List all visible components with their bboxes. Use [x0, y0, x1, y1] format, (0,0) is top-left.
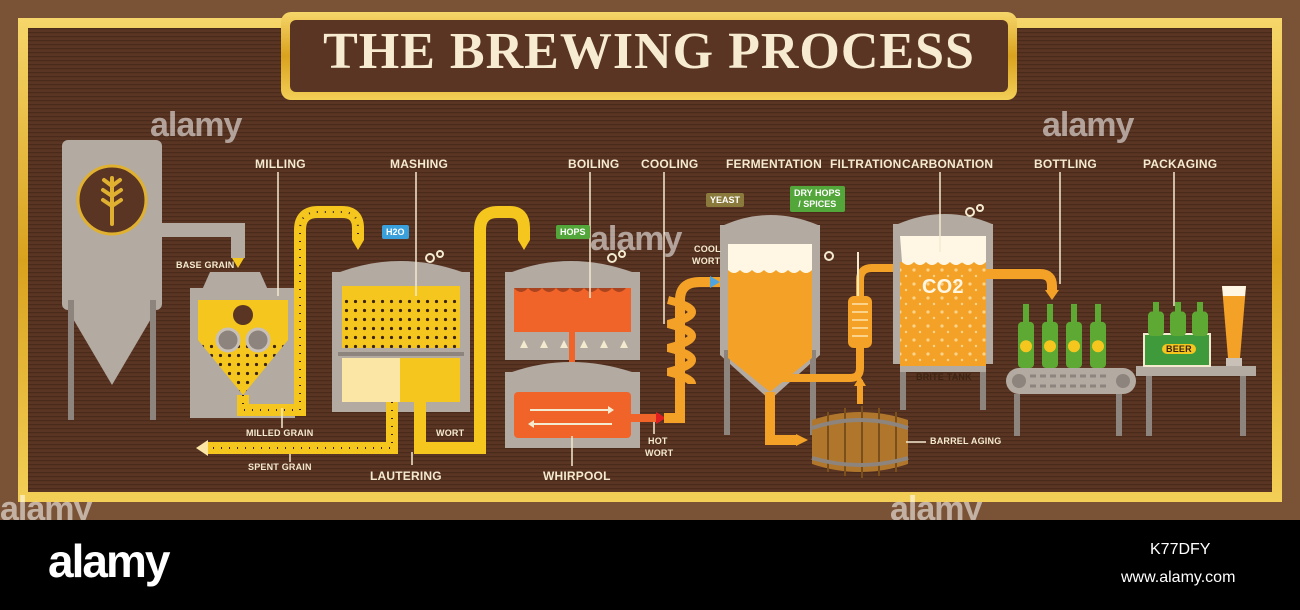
co2-label: CO2: [922, 276, 964, 298]
beer-bottle: [1192, 302, 1208, 336]
watermark: alamy: [150, 106, 242, 144]
cooling-coil: [664, 276, 724, 423]
beer-bottle: [1066, 304, 1082, 368]
label-hot-wort-line2: WORT: [645, 448, 674, 458]
aging-barrel: [811, 376, 909, 478]
image-id: K77DFY: [1150, 541, 1211, 558]
tag-dry-hops: DRY HOPS / SPICES: [790, 186, 845, 212]
tag-dry-hops-line2: / SPICES: [798, 199, 837, 209]
brewing-diagram: [18, 12, 1282, 502]
label-wort: WORT: [436, 428, 465, 438]
beer-bottle: [1170, 302, 1186, 336]
bottle-label: [1068, 340, 1080, 353]
beer-bottle: [1042, 304, 1058, 368]
label-brite-tank: BRITE TANK: [916, 372, 972, 382]
label-cool-wort-line2: WORT: [692, 256, 721, 266]
label-pointers: [277, 172, 1175, 466]
alamy-logo: alamy: [48, 535, 170, 587]
label-milled-grain: MILLED GRAIN: [246, 428, 314, 438]
bottle-layer: [1018, 302, 1208, 368]
label-cool-wort-line1: COOL: [694, 244, 721, 254]
beer-bottle: [1090, 304, 1106, 368]
filter-column: [848, 252, 902, 348]
label-barrel-aging: BARREL AGING: [930, 436, 1002, 446]
label-boiling: BOILING: [568, 157, 620, 171]
label-lautering: LAUTERING: [370, 469, 442, 483]
bottle-label: [1092, 340, 1104, 353]
fermenter: [720, 215, 834, 435]
bottling-conveyor: [1006, 368, 1136, 436]
label-cooling: COOLING: [641, 157, 699, 171]
to-bottling-pipe: [986, 269, 1057, 292]
watermark: alamy: [590, 220, 682, 258]
label-packaging: PACKAGING: [1143, 157, 1218, 171]
label-bottling: BOTTLING: [1034, 157, 1097, 171]
page-title: THE BREWING PROCESS: [323, 23, 975, 80]
tag-dry-hops-line1: DRY HOPS: [794, 188, 841, 198]
footer-bar: [0, 520, 1300, 610]
grain-silo: [62, 140, 245, 420]
label-whirlpool: WHIRPOOL: [543, 469, 611, 483]
beer-bottle: [1018, 304, 1034, 368]
milled-grain-pipe: [237, 206, 364, 416]
to-barrel-pipe: [765, 392, 798, 445]
whirlpool-tank: [505, 362, 640, 448]
crate-beer-label: BEER: [1162, 344, 1196, 354]
label-carbonation: CARBONATION: [902, 157, 994, 171]
infographic-board: [0, 0, 1300, 520]
label-spent-grain: SPENT GRAIN: [248, 462, 312, 472]
watermark: alamy: [1042, 106, 1134, 144]
mash-tun: [332, 250, 470, 412]
bottle-label: [1020, 340, 1032, 353]
label-mashing: MASHING: [390, 157, 449, 171]
bottle-label: [1044, 340, 1056, 353]
tag-yeast: YEAST: [706, 193, 745, 207]
label-hot-wort-line1: HOT: [648, 436, 668, 446]
label-filtration: FILTRATION: [830, 157, 902, 171]
site-url: www.alamy.com: [1121, 569, 1236, 586]
label-base-grain: BASE GRAIN: [176, 260, 235, 270]
wort-pipe: [414, 206, 530, 454]
base-grain-arrow: [232, 258, 244, 268]
brite-tank: [893, 204, 993, 410]
label-milling: MILLING: [255, 157, 306, 171]
beer-bottle: [1148, 302, 1164, 336]
label-fermentation: FERMENTATION: [726, 157, 822, 171]
tag-h2o: H2O: [382, 225, 409, 239]
tag-hops: HOPS: [556, 225, 590, 239]
title-plate-inner: [290, 20, 1008, 92]
to-filter-pipe: [770, 336, 864, 382]
